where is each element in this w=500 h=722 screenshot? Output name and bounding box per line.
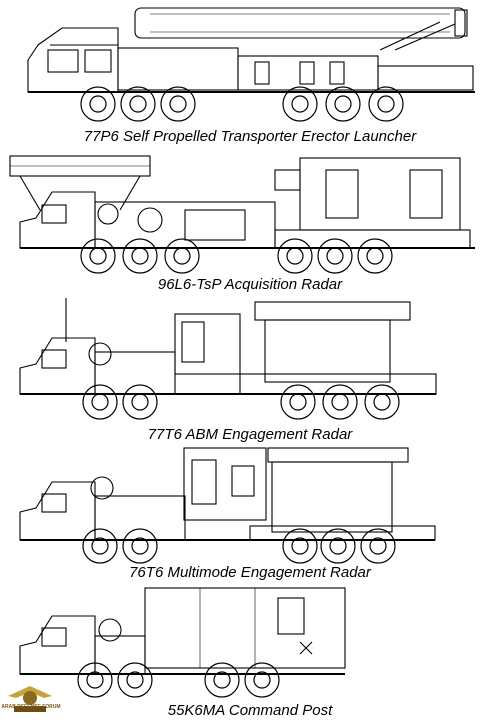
forum-logo-icon [8,686,52,712]
vehicle-77p6-caption: 77P6 Self Propelled Transporter Erector … [83,128,417,145]
vehicle-55k6ma-caption: 55K6MA Command Post [167,702,333,719]
vehicle-76t6-drawing [19,447,436,564]
vehicle-77t6-caption: 77T6 ABM Engagement Radar [147,426,353,443]
vehicle-77p6-panel: 77P6 Self Propelled Transporter Erector … [0,0,500,150]
vehicle-55k6ma-panel: 55K6MA Command Post [0,586,500,722]
vehicle-96l6-caption: 96L6-TsP Acquisition Radar [157,276,343,293]
vehicle-77p6-drawing [27,7,475,122]
forum-logo-text: ARAB DEFENSE FORUM [1,704,61,710]
vehicle-77t6-panel: 77T6 ABM Engagement Radar [0,298,500,446]
vehicle-96l6-drawing [9,155,475,274]
vehicle-96l6-panel: 96L6-TsP Acquisition Radar [0,150,500,298]
vehicle-55k6ma-drawing [19,587,346,698]
vehicle-76t6-caption: 76T6 Multimode Engagement Radar [129,564,371,581]
vehicle-77t6-drawing [19,298,437,420]
vehicle-76t6-panel: 76T6 Multimode Engagement Radar [0,446,500,586]
